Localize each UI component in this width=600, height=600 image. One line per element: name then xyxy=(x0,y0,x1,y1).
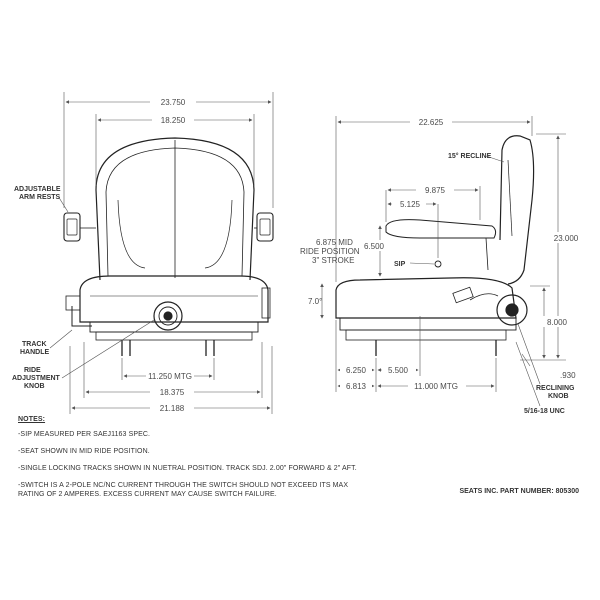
front-callouts: ADJUSTABLE ARM RESTS TRACK HANDLE RIDE A… xyxy=(12,186,155,390)
dim-ride-2: RIDE POSITION xyxy=(300,247,360,256)
note-item-2: -SEAT SHOWN IN MID RIDE POSITION. xyxy=(18,448,150,455)
dim-recline: 15° RECLINE xyxy=(448,152,492,160)
label-ride-knob-2: ADJUSTMENT xyxy=(12,375,61,382)
note-item-3: -SINGLE LOCKING TRACKS SHOWN IN NUETRAL … xyxy=(18,465,357,472)
dim-back-width: 18.250 xyxy=(161,116,186,125)
dim-seat-height: 8.000 xyxy=(547,318,568,327)
front-dimensions xyxy=(63,92,274,414)
dim-thread: 5/16-18 UNC xyxy=(524,408,565,415)
front-seat-cushion xyxy=(79,275,269,323)
label-reclining-knob-2: KNOB xyxy=(548,393,569,400)
label-reclining-knob-1: RECLINING xyxy=(536,385,575,392)
dim-mount-spacing-side: 11.000 MTG xyxy=(414,382,458,391)
notes-block: NOTES: -SIP MEASURED PER SAEJ1163 SPEC. … xyxy=(18,416,578,507)
front-seat-back xyxy=(95,137,255,281)
side-cushion xyxy=(335,277,517,319)
label-adjustable-arm-rests-2: ARM RESTS xyxy=(19,194,61,201)
label-track-handle-2: HANDLE xyxy=(20,349,49,356)
dim-mount-spacing: 11.250 MTG xyxy=(148,372,192,381)
dim-side-depth: 22.625 xyxy=(419,118,444,127)
dim-width-2: 18.375 xyxy=(160,388,185,397)
left-armrest xyxy=(63,212,81,242)
front-view xyxy=(63,137,274,356)
side-dimension-text: 22.625 9.875 5.125 6.500 23.000 8.000 15… xyxy=(300,116,579,415)
note-item-4: -SWITCH IS A 2-POLE NC/NC CURRENT THROUG… xyxy=(18,482,349,498)
label-ride-knob-1: RIDE xyxy=(24,367,41,374)
track-handle xyxy=(71,306,92,327)
label-adjustable-arm-rests-1: ADJUSTABLE xyxy=(14,186,61,193)
dim-mount-to-pivot: 5.500 xyxy=(388,366,409,375)
notes-heading: NOTES: xyxy=(18,416,46,423)
front-dimension-text: 23.750 18.250 11.250 MTG 18.375 21.188 xyxy=(146,96,196,413)
dim-overall-width: 23.750 xyxy=(161,98,186,107)
part-number: SEATS INC. PART NUMBER: 805300 xyxy=(459,488,579,495)
dim-armrest-height: 6.500 xyxy=(364,242,385,251)
dim-ride-3: 3" STROKE xyxy=(312,256,354,265)
side-armrest xyxy=(385,219,497,239)
ride-adjustment-knob xyxy=(153,301,183,331)
label-track-handle-1: TRACK xyxy=(22,341,47,348)
label-sip: SIP xyxy=(394,261,406,268)
dim-armrest-front: 5.125 xyxy=(400,200,421,209)
dim-ride-1: 6.875 MID xyxy=(316,238,353,247)
dim-front-to-mount: 6.250 xyxy=(346,366,367,375)
right-armrest xyxy=(256,212,274,242)
dim-overall-height: 23.000 xyxy=(554,234,579,243)
sip-marker xyxy=(434,260,442,268)
dim-seat-angle: 7.0° xyxy=(308,297,322,306)
note-item-1: -SIP MEASURED PER SAEJ1163 SPEC. xyxy=(18,431,151,438)
dim-armrest-depth: 9.875 xyxy=(425,186,446,195)
label-ride-knob-3: KNOB xyxy=(24,383,45,390)
dim-front-to-mount-2: 6.813 xyxy=(346,382,367,391)
side-backrest xyxy=(499,135,535,285)
side-view xyxy=(335,135,535,356)
dim-width-3: 21.188 xyxy=(160,404,185,413)
dim-slide-offset: .930 xyxy=(560,371,576,380)
reclining-knob xyxy=(496,294,528,326)
